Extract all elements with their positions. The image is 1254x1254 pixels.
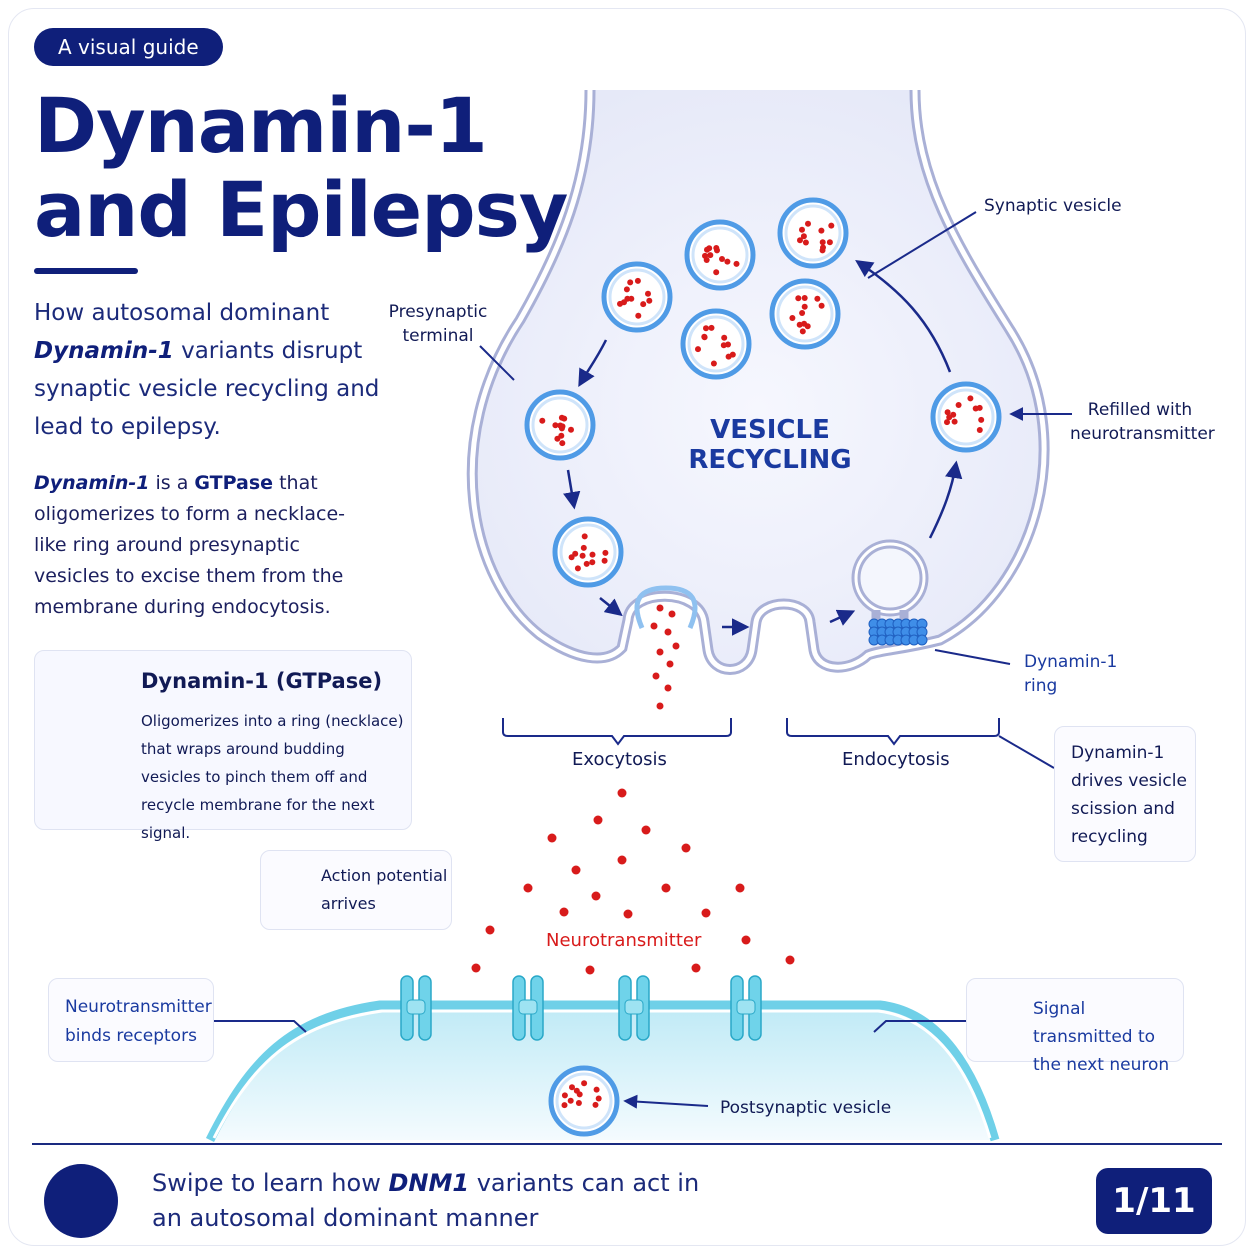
synaptic-vesicle [552, 516, 624, 588]
dynamin-info-card: Dynamin-1 (GTPase) Oligomerizes into a r… [34, 650, 412, 842]
synaptic-vesicle [777, 197, 849, 269]
receptor [512, 975, 544, 1041]
page-indicator[interactable]: 1/11 [1096, 1168, 1212, 1234]
fusing-vesicle [634, 585, 698, 710]
leader-lines [214, 211, 1072, 1109]
endocytosis-brace [786, 718, 1000, 746]
dynamin-ring-label: Dynamin-1 ring [1024, 652, 1118, 696]
title-line-2: and Epilepsy [34, 165, 568, 254]
synaptic-vesicle [684, 219, 756, 291]
intro-text: How autosomal dominant Dynamin-1 variant… [34, 300, 380, 440]
synaptic-vesicle [930, 381, 1002, 453]
exocytosis-brace [502, 718, 732, 746]
synaptic-vesicle [524, 389, 596, 461]
binds-receptors-text: Neurotransmitter binds receptors [65, 997, 212, 1046]
presynaptic-terminal [466, 89, 1050, 675]
footer-divider [32, 1143, 1222, 1145]
presynaptic-terminal-label: Presynaptic terminal [388, 302, 488, 346]
postsynaptic-vesicle-label: Postsynaptic vesicle [720, 1098, 892, 1118]
description-text: Dynamin-1 is a GTPase that oligomerizes … [34, 472, 345, 618]
signal-transmitted-card: Signal transmitted to the next neuron [966, 978, 1184, 1075]
neurotransmitter-label: Neurotransmitter [546, 930, 702, 951]
dynamin-card-body: Oligomerizes into a ring (necklace) that… [141, 712, 404, 842]
synaptic-vesicle [769, 278, 841, 350]
refilled-label: Refilled with neurotransmitter [1070, 400, 1215, 444]
page-frame [8, 8, 1246, 1246]
synaptic-vesicle-label: Synaptic vesicle [984, 196, 1122, 216]
signal-transmitted-text: Signal transmitted to the next neuron [1033, 999, 1170, 1075]
drives-scission-card: Dynamin-1 drives vesicle scission and re… [1054, 726, 1196, 862]
neurotransmitter-particles [471, 788, 795, 975]
vesicle-recycling-label: VESICLE RECYCLING [688, 415, 852, 475]
synaptic-vesicle [680, 308, 752, 380]
vesicle-group [524, 197, 1002, 1137]
title-line-1: Dynamin-1 [34, 81, 488, 170]
receptor [730, 975, 762, 1041]
endocytosis-label: Endocytosis [842, 749, 950, 770]
synaptic-vesicle [601, 261, 673, 333]
page-title: Dynamin-1 and Epilepsy [34, 81, 568, 254]
synaptic-vesicle [548, 1065, 620, 1137]
receptor-group [400, 975, 762, 1041]
dynamin-1-ring [868, 618, 928, 646]
cycle-arrows [563, 260, 963, 636]
swipe-prompt: Swipe to learn how DNM1 variants can act… [152, 1169, 700, 1232]
next-slide-button[interactable] [44, 1164, 118, 1238]
dynamin-card-heading: Dynamin-1 (GTPase) [141, 669, 383, 693]
drives-scission-text: Dynamin-1 drives vesicle scission and re… [1071, 743, 1187, 847]
guide-badge: A visual guide [34, 28, 223, 66]
receptor [618, 975, 650, 1041]
budding-vesicle [851, 539, 929, 640]
receptor [400, 975, 432, 1041]
binds-receptors-card: Neurotransmitter binds receptors [48, 978, 214, 1062]
title-underline [34, 268, 138, 274]
action-potential-card: Action potential arrives [260, 850, 452, 930]
exocytosis-label: Exocytosis [572, 749, 667, 770]
action-potential-text: Action potential arrives [321, 866, 448, 913]
